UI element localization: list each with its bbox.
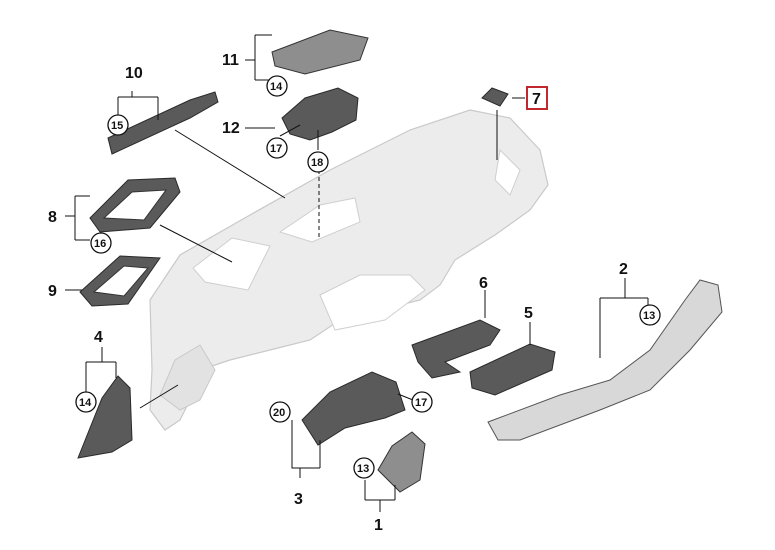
ref-17-top: 17: [270, 143, 282, 155]
callout-label-5: 5: [524, 305, 533, 322]
ref-18: 18: [311, 157, 323, 169]
ref-20: 20: [273, 407, 285, 419]
callout-label-7: 7: [532, 91, 541, 108]
bracket-part: [281, 87, 359, 141]
trim-strip-part: [487, 279, 723, 441]
callout-label-1: 1: [374, 517, 383, 534]
instrument-support-part: [301, 371, 406, 446]
dashboard-panel: [149, 109, 549, 431]
callout-label-12: 12: [222, 120, 240, 137]
small-cover-part: [481, 87, 509, 107]
callout-label-8: 8: [48, 209, 57, 226]
side-panel-part: [77, 375, 133, 459]
upper-bracket-part: [411, 319, 501, 379]
ref-14-top: 14: [270, 81, 283, 93]
callout-labels: 10 11 12 8 9 4 6 5 2 3 1 7: [48, 52, 628, 534]
small-trim-part: [377, 431, 426, 493]
callout-label-9: 9: [48, 283, 57, 300]
ref-13-bottom: 13: [357, 463, 369, 475]
speaker-grille-part: [271, 29, 369, 75]
ref-17-bottom: 17: [415, 397, 427, 409]
callout-label-11: 11: [222, 52, 239, 69]
callout-label-3: 3: [294, 491, 303, 508]
callout-label-4: 4: [94, 329, 103, 346]
callout-label-6: 6: [479, 275, 488, 292]
lower-bracket-part: [469, 343, 556, 396]
ref-13-right: 13: [643, 310, 655, 322]
callout-label-2: 2: [619, 261, 628, 278]
callout-label-10: 10: [125, 65, 143, 82]
ref-14-left: 14: [79, 397, 92, 409]
ref-16: 16: [94, 238, 106, 250]
reference-circles: 14 15 17 18 16 14 13 17 20 13: [75, 75, 661, 479]
leader-lines: [65, 34, 649, 512]
highlight-box: [526, 86, 548, 110]
duct-strip-part: [107, 91, 219, 155]
ref-15: 15: [111, 120, 123, 132]
